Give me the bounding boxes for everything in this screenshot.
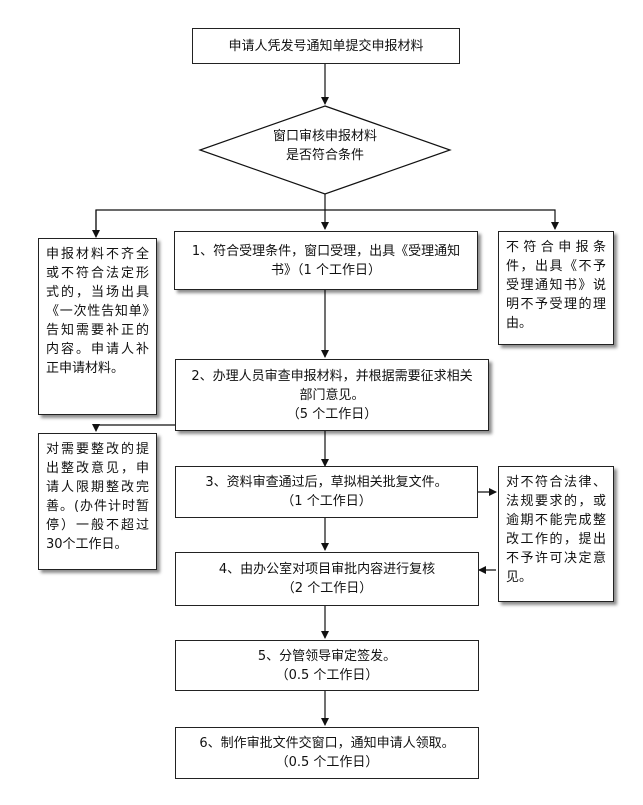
deny-permit-text: 对不符合法律、法规要求的，或逾期不能完成整改工作的，提出不予许可决定意见。 [506, 475, 606, 585]
step1-line2: 书》（1 个工作日） [271, 262, 381, 278]
arrow-step2-to-rectify [92, 424, 175, 432]
step2-box: 2、办理人员审查申报材料，并根据需要征求相关 部门意见。 （5 个工作日） [175, 359, 489, 431]
step3-box: 3、资料审查通过后，草拟相关批复文件。 （1 个工作日） [175, 466, 478, 518]
rectify-box: 对需要整改的提出整改意见，申请人限期整改完善。(办件计时暂停）一般不超过 30个… [38, 433, 157, 570]
step5-line2: （0.5 个工作日） [275, 667, 379, 683]
incomplete-materials-box: 申报材料不齐全或不符合法定形式的，当场出具《一次性告知单》告知需要补正的内容。申… [38, 238, 157, 415]
not-accepted-text: 不符合申报条件，出具《不予受理通知书》说明不予受理的理由。 [506, 240, 606, 331]
deny-permit-box: 对不符合法律、法规要求的，或逾期不能完成整改工作的，提出不予许可决定意见。 [498, 466, 614, 602]
step6-box: 6、制作审批文件交窗口，通知申请人领取。 （0.5 个工作日） [175, 727, 479, 779]
step3-line1: 3、资料审查通过后，草拟相关批复文件。 [205, 475, 448, 490]
start-box: 申请人凭发号通知单提交申报材料 [192, 28, 460, 64]
step1-box: 1、符合受理条件，窗口受理，出具《受理通知 书》（1 个工作日） [174, 231, 478, 290]
start-text: 申请人凭发号通知单提交申报材料 [228, 38, 424, 54]
not-accepted-box: 不符合申报条件，出具《不予受理通知书》说明不予受理的理由。 [498, 231, 614, 345]
step2-line1: 2、办理人员审查申报材料，并根据需要征求相关 [191, 368, 473, 384]
step1-line1: 1、符合受理条件，窗口受理，出具《受理通知 [191, 243, 461, 259]
step4-line2: （2 个工作日） [281, 581, 373, 596]
step2-line2: 部门意见。 [299, 387, 365, 403]
rectify-text: 对需要整改的提出整改意见，申请人限期整改完善。(办件计时暂停）一般不超过 30个… [46, 442, 149, 552]
step5-line1: 5、分管领导审定签发。 [257, 648, 397, 664]
step6-line2: （0.5 个工作日） [275, 755, 379, 770]
decision-line1: 窗口审核申报材料 [272, 129, 377, 144]
step4-line1: 4、由办公室对项目审批内容进行复核 [218, 562, 436, 577]
decision-diamond [198, 105, 452, 195]
incomplete-materials-text: 申报材料不齐全或不符合法定形式的，当场出具《一次性告知单》告知需要补正的内容。申… [46, 247, 149, 376]
decision-label: 窗口审核申报材料 是否符合条件 [200, 127, 450, 165]
decision-line2: 是否符合条件 [285, 148, 364, 163]
step2-line3: （5 个工作日） [286, 406, 378, 422]
step3-line2: （1 个工作日） [281, 494, 372, 509]
step4-box: 4、由办公室对项目审批内容进行复核 （2 个工作日） [175, 552, 479, 606]
step6-line1: 6、制作审批文件交窗口，通知申请人领取。 [199, 736, 455, 751]
step5-box: 5、分管领导审定签发。 （0.5 个工作日） [175, 640, 479, 691]
